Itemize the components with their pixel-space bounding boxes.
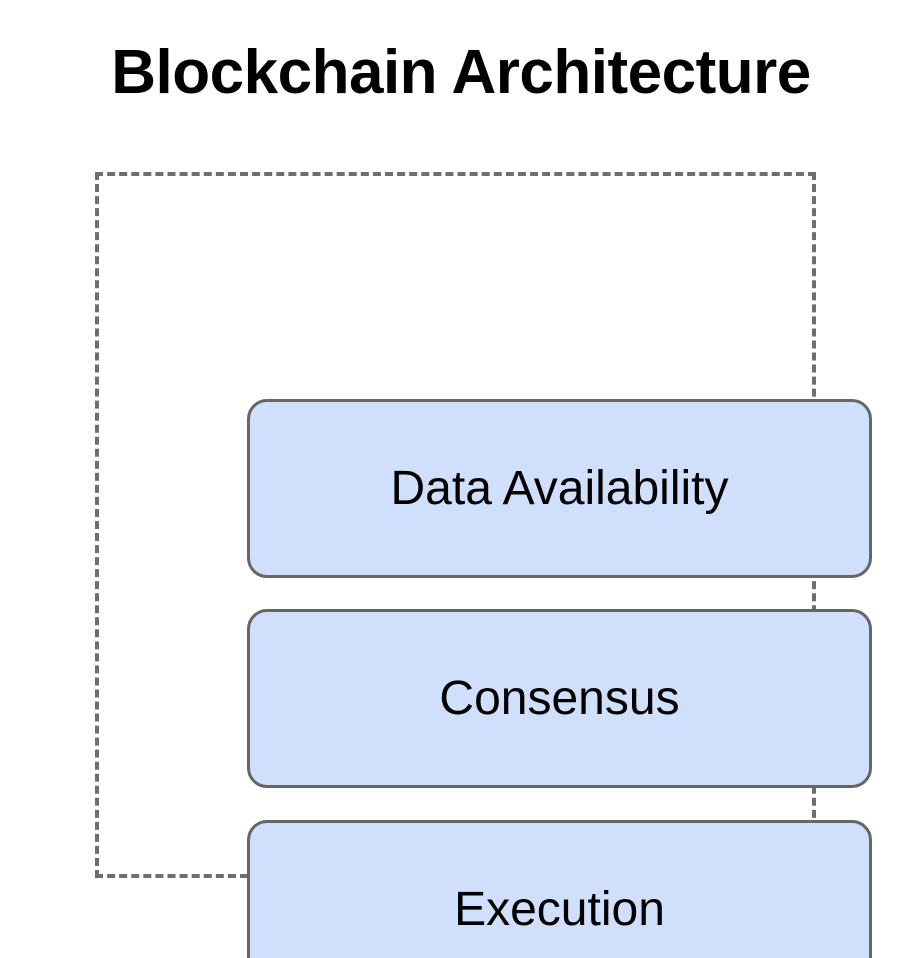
layer-box-consensus[interactable]: Consensus — [247, 609, 872, 788]
layer-box-data-availability[interactable]: Data Availability — [247, 399, 872, 578]
layer-label: Data Availability — [390, 461, 729, 515]
page-title: Blockchain Architecture — [111, 38, 811, 107]
layer-label: Execution — [454, 882, 665, 936]
blockchain-stack-container: Data Availability Consensus Execution — [95, 172, 872, 958]
layer-box-execution[interactable]: Execution — [247, 820, 872, 958]
layer-label: Consensus — [439, 671, 680, 725]
